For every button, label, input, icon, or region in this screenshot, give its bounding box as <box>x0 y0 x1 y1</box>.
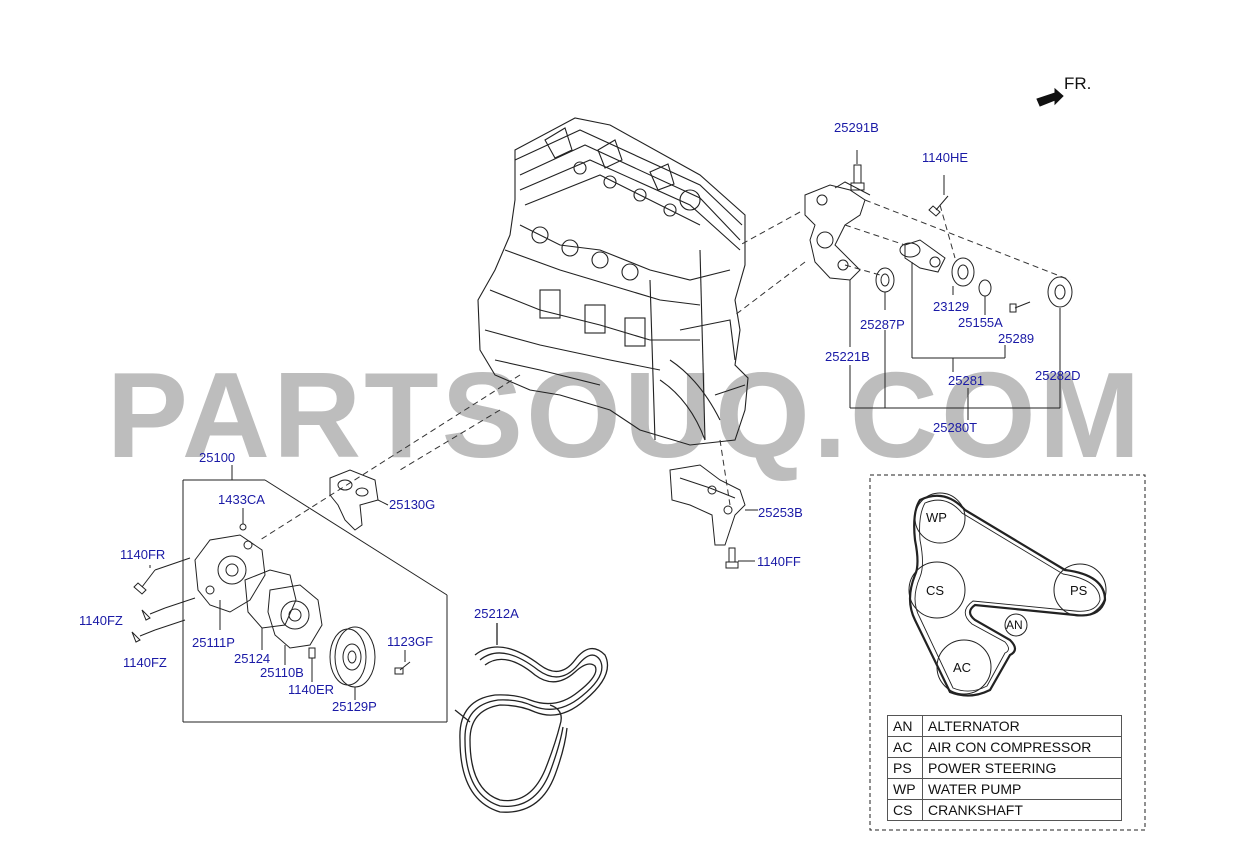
pulley-label-an: AN <box>1006 618 1023 632</box>
part-label-25287P[interactable]: 25287P <box>860 317 905 332</box>
part-label-25291B[interactable]: 25291B <box>834 120 879 135</box>
pulley-25129P <box>329 626 376 700</box>
gasket-25124 <box>244 569 297 650</box>
part-label-25155A[interactable]: 25155A <box>958 315 1003 330</box>
bolt-1140HE <box>928 175 949 217</box>
tensioner-bracket <box>804 181 871 281</box>
water-pump-housing <box>194 534 266 630</box>
part-label-25130G[interactable]: 25130G <box>389 497 436 512</box>
belt-routing-box <box>869 474 1146 831</box>
legend-code: WP <box>887 778 923 800</box>
pulley-23129 <box>951 257 975 287</box>
pump-body-25110B <box>267 584 323 665</box>
part-label-23129[interactable]: 23129 <box>933 299 970 314</box>
cap-25155A <box>978 279 992 297</box>
legend-name: POWER STEERING <box>922 757 1122 779</box>
part-label-1140ER[interactable]: 1140ER <box>288 682 335 697</box>
part-label-25253B[interactable]: 25253B <box>758 505 803 520</box>
mount-bracket-25253B <box>669 464 758 546</box>
bolt-25291B <box>850 150 865 191</box>
bolt-1140FF <box>725 547 755 569</box>
front-arrow <box>1036 87 1064 107</box>
bolt-25289 <box>1009 301 1031 313</box>
legend-code: PS <box>887 757 923 779</box>
pulley-label-ps: PS <box>1070 583 1088 598</box>
pulley-label-wp: WP <box>926 510 947 525</box>
legend-name: ALTERNATOR <box>922 715 1122 737</box>
part-label-1140FZ-upper[interactable]: 1140FZ <box>79 613 123 628</box>
part-label-25100[interactable]: 25100 <box>199 450 236 465</box>
part-label-25110B[interactable]: 25110B <box>260 665 304 680</box>
water-pump-box <box>182 465 448 723</box>
part-label-25221B[interactable]: 25221B <box>825 349 870 364</box>
group-brackets <box>849 262 1061 420</box>
part-label-1140FF[interactable]: 1140FF <box>757 554 801 569</box>
pulley-label-ac: AC <box>953 660 972 675</box>
part-label-25282D[interactable]: 25282D <box>1035 368 1081 383</box>
bolt-1123GF <box>394 650 411 675</box>
direction-label: FR. <box>1064 74 1092 93</box>
part-label-1140FR[interactable]: 1140FR <box>120 547 166 562</box>
gasket-25130G <box>329 469 389 531</box>
bolt-1140FR <box>133 557 191 595</box>
engine-block <box>477 117 749 446</box>
bolt-1140FZ-lower <box>131 619 186 643</box>
part-label-25129P[interactable]: 25129P <box>332 699 377 714</box>
part-label-1123GF[interactable]: 1123GF <box>387 634 434 649</box>
legend-code: CS <box>887 799 923 821</box>
tensioner-pulley <box>899 239 946 273</box>
part-label-25111P[interactable]: 25111P <box>192 635 235 650</box>
part-label-25124[interactable]: 25124 <box>234 651 271 666</box>
part-label-1140FZ-lower[interactable]: 1140FZ <box>123 655 167 670</box>
part-label-1140HE[interactable]: 1140HE <box>922 150 969 165</box>
bolt-1433CA <box>239 508 247 531</box>
bolt-1140ER <box>308 647 316 682</box>
pulley-25282D <box>1047 276 1073 308</box>
part-label-25280T[interactable]: 25280T <box>933 420 978 435</box>
legend-code: AC <box>887 736 923 758</box>
drive-belt-25212A <box>454 623 609 813</box>
bolt-1140FZ-upper <box>141 597 196 621</box>
legend-name: WATER PUMP <box>922 778 1122 800</box>
legend-code: AN <box>887 715 923 737</box>
legend-name: AIR CON COMPRESSOR <box>922 736 1122 758</box>
idler-25287P <box>875 267 895 293</box>
part-label-1433CA[interactable]: 1433CA <box>218 492 265 507</box>
part-label-25281[interactable]: 25281 <box>948 373 985 388</box>
pulley-label-cs: CS <box>926 583 945 598</box>
part-label-25289[interactable]: 25289 <box>998 331 1035 346</box>
part-label-25212A[interactable]: 25212A <box>474 606 519 621</box>
legend-name: CRANKSHAFT <box>922 799 1122 821</box>
